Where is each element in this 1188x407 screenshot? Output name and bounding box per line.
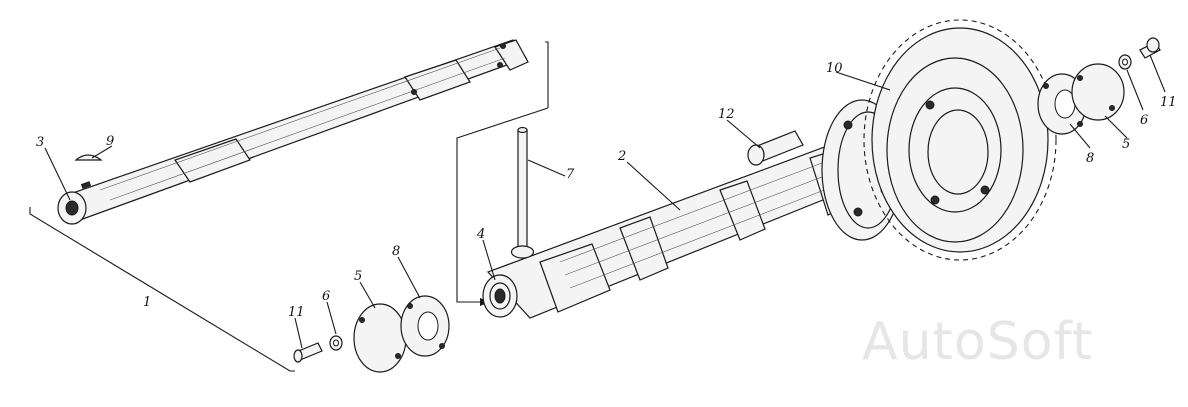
woodruff-key bbox=[74, 154, 103, 161]
label-3: 3 bbox=[36, 135, 44, 150]
part-1-bracket bbox=[29, 41, 549, 372]
cover-left bbox=[353, 303, 407, 373]
label-12: 12 bbox=[718, 107, 735, 122]
timing-gear bbox=[863, 19, 1057, 261]
label-4: 4 bbox=[476, 227, 485, 242]
label-11-right: 11 bbox=[1160, 95, 1177, 110]
drive-shaft bbox=[57, 39, 529, 225]
label-5-right: 5 bbox=[1122, 137, 1130, 152]
bolt-right bbox=[1139, 37, 1161, 59]
camshaft bbox=[482, 99, 903, 319]
bolt-left bbox=[293, 342, 323, 363]
label-11-left: 11 bbox=[288, 305, 305, 320]
oil-pipe bbox=[510, 126, 535, 259]
washer-left bbox=[329, 335, 343, 351]
label-1: 1 bbox=[143, 295, 151, 310]
cover-right bbox=[1071, 63, 1125, 121]
label-8-left: 8 bbox=[392, 244, 400, 259]
watermark: AutoSoft bbox=[862, 312, 1094, 372]
label-9: 9 bbox=[106, 134, 114, 149]
label-7: 7 bbox=[566, 167, 575, 182]
part-labels: 3 9 1 4 7 2 12 10 8 5 6 11 5 8 6 11 bbox=[36, 61, 1177, 320]
label-5-left: 5 bbox=[354, 269, 362, 284]
washer-right bbox=[1118, 54, 1132, 70]
leader-lines bbox=[44, 54, 1166, 349]
label-2: 2 bbox=[617, 149, 626, 164]
label-6-right: 6 bbox=[1140, 113, 1148, 128]
label-8-right: 8 bbox=[1086, 151, 1094, 166]
label-10: 10 bbox=[826, 61, 843, 76]
gasket-left bbox=[400, 295, 450, 357]
label-6-left: 6 bbox=[322, 289, 330, 304]
